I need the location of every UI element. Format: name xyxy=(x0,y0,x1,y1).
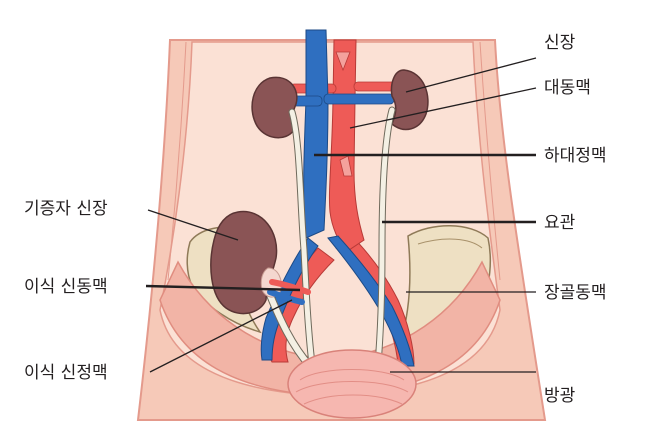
label-iliac-artery: 장골동맥 xyxy=(544,283,607,303)
label-ureter: 요관 xyxy=(544,213,575,233)
bladder-group xyxy=(287,349,417,419)
kidney-left xyxy=(251,76,298,139)
bladder xyxy=(287,349,417,419)
transplant-renal-artery xyxy=(269,279,311,295)
leader-aorta xyxy=(349,87,537,129)
body-fold-left xyxy=(167,41,187,281)
leader-transplant-artery xyxy=(145,284,301,292)
donor-kidney xyxy=(210,210,278,315)
label-kidney: 신장 xyxy=(544,33,576,53)
label-transplant-renal-vein: 이식 신정맥 xyxy=(24,363,108,383)
body-fold-right xyxy=(479,41,501,281)
label-transplant-renal-artery: 이식 신동맥 xyxy=(24,277,108,297)
bladder-striation-3 xyxy=(303,394,403,405)
venous-tree xyxy=(260,29,415,367)
bladder-striation-2 xyxy=(295,381,409,393)
mesenteric-artery xyxy=(339,155,353,177)
transplant-renal-vein xyxy=(267,289,305,305)
label-donor-kidney: 기증자 신장 xyxy=(24,199,108,219)
leader-donor-kidney xyxy=(147,209,239,241)
bladder-striation-1 xyxy=(299,369,405,381)
ureters xyxy=(288,106,396,368)
leader-kidney xyxy=(405,57,537,93)
iliac-vein-right xyxy=(327,235,415,367)
label-ivc: 하대정맥 xyxy=(544,146,607,166)
leader-lines xyxy=(145,57,537,373)
renal-vein-right xyxy=(323,93,395,105)
aorta-top-branch xyxy=(335,51,351,72)
ureter-right-fill xyxy=(375,107,395,367)
native-kidneys xyxy=(251,69,429,139)
pelvic-bone-right-inner xyxy=(417,238,483,249)
labels: 신장 대동맥 하대정맥 요관 장골동맥 방광 기증자 신장 이식 신동맥 이식 … xyxy=(24,33,607,406)
label-aorta: 대동맥 xyxy=(544,78,591,98)
leader-transplant-vein xyxy=(149,299,293,373)
ureter-left-fill xyxy=(289,109,315,367)
transplant-ureter-fill xyxy=(265,287,313,369)
inferior-vena-cava xyxy=(303,29,329,239)
label-bladder: 방광 xyxy=(544,386,575,406)
